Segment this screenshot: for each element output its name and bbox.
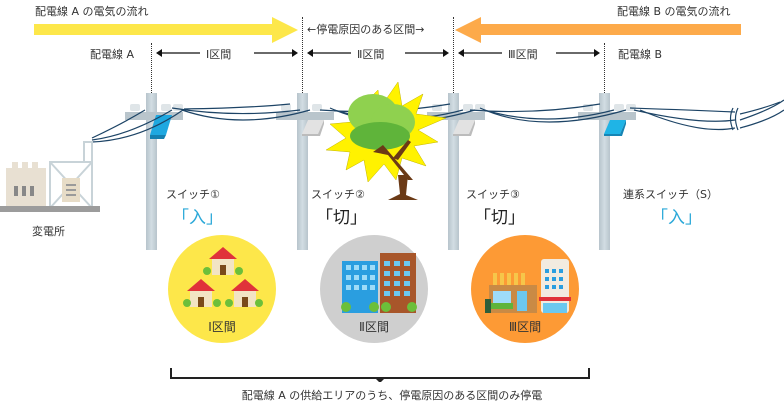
fault-span-label: 停電原因のある区間: [316, 23, 416, 36]
insulator: [312, 104, 322, 111]
houses-icon: [183, 247, 263, 307]
arrow-left-icon: ←: [307, 23, 317, 36]
insulator: [161, 104, 171, 111]
summary-bracket: [170, 368, 590, 382]
utility-pole-2: [297, 93, 308, 250]
switch-3-box-open: [453, 120, 475, 136]
line-b-flow-label: 配電線 B の電気の流れ: [617, 5, 731, 18]
crossarm-3: [427, 112, 485, 120]
crossarm-2: [276, 112, 334, 120]
switch-2-name: スイッチ②: [311, 188, 365, 201]
insulator: [475, 104, 485, 111]
insulator: [432, 104, 442, 111]
boundary-line-switch-s: [604, 43, 605, 93]
section-3-label: Ⅲ区間: [508, 320, 542, 334]
tie-switch-name: 連系スイッチ（S）: [623, 188, 718, 201]
switch-3-name: スイッチ③: [466, 188, 520, 201]
line-b-flow-arrow: [455, 17, 741, 43]
section-3-span: Ⅲ区間: [458, 46, 600, 61]
insulator: [614, 104, 624, 111]
utility-pole-1: [146, 93, 157, 250]
substation-icon: [0, 141, 100, 212]
switch-1-name: スイッチ①: [166, 188, 220, 201]
switch-2-state: 「切」: [316, 208, 367, 228]
fault-span-indicator: ←停電原因のある区間→: [307, 21, 424, 37]
office-buildings-icon: [341, 253, 417, 313]
section-2-span-label: Ⅱ区間: [357, 48, 385, 61]
boundary-line-switch2: [302, 17, 303, 93]
switch-s-box-closed: [604, 120, 626, 136]
line-a-flow-arrow: [34, 17, 298, 43]
shops-and-bank-icon: [485, 259, 571, 313]
section-1-label: Ⅰ区間: [208, 320, 236, 334]
substation-label: 変電所: [32, 225, 65, 238]
summary-text: 配電線 A の供給エリアのうち、停電原因のある区間のみ停電: [241, 389, 543, 402]
insulator: [463, 104, 473, 111]
line-a-label: 配電線 A: [90, 48, 135, 61]
section-1-area: Ⅰ区間: [168, 235, 276, 343]
arrow-right-icon: →: [415, 23, 425, 36]
insulator: [281, 104, 291, 111]
crossarm-4: [578, 112, 636, 120]
section-2-area: Ⅱ区間: [320, 235, 428, 343]
section-3-span-label: Ⅲ区間: [508, 48, 538, 61]
fallen-tree-icon: [325, 81, 447, 200]
boundary-line-switch3: [453, 17, 454, 93]
section-2-label: Ⅱ区間: [359, 320, 389, 334]
section-2-span: Ⅱ区間: [307, 46, 449, 61]
insulator: [130, 104, 140, 111]
utility-pole-4: [599, 93, 610, 250]
boundary-line-switch1: [151, 43, 152, 93]
power-lines: [91, 99, 784, 143]
switch-1-state: 「入」: [172, 208, 223, 228]
insulator: [173, 104, 183, 111]
switch-2-box-open: [302, 120, 324, 136]
section-1-span-label: Ⅰ区間: [206, 48, 232, 61]
switch-3-state: 「切」: [474, 208, 525, 228]
utility-pole-3: [448, 93, 459, 250]
section-1-span: Ⅰ区間: [156, 46, 298, 61]
tie-switch-state: 「入」: [651, 208, 702, 228]
crossarm-1: [125, 112, 183, 120]
section-3-area: Ⅲ区間: [471, 235, 579, 343]
line-a-flow-label: 配電線 A の電気の流れ: [35, 5, 149, 18]
line-b-label: 配電線 B: [618, 48, 663, 61]
insulator: [583, 104, 593, 111]
